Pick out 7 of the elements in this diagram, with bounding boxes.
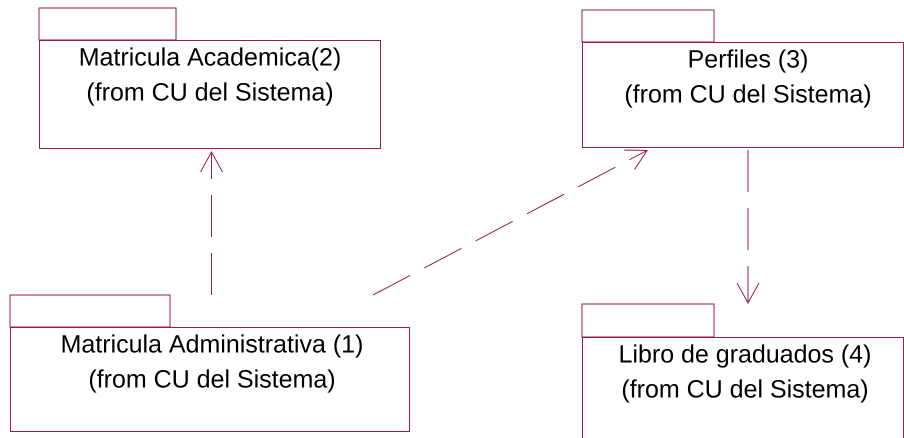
- dependency-arrow: [200, 151, 223, 296]
- package-box: Matricula Academica(2) (from CU del Sistema): [38, 8, 381, 149]
- package-box: Matricula Administrativa (1) (from CU del Sistema): [10, 294, 410, 432]
- package-box: Perfiles (3) (from CU del Sistema): [582, 10, 904, 148]
- package-box: Libro de graduados (4) (from CU del Sistema): [582, 304, 904, 438]
- dependency-arrow: [736, 150, 760, 304]
- dependency-arrow: [372, 150, 648, 296]
